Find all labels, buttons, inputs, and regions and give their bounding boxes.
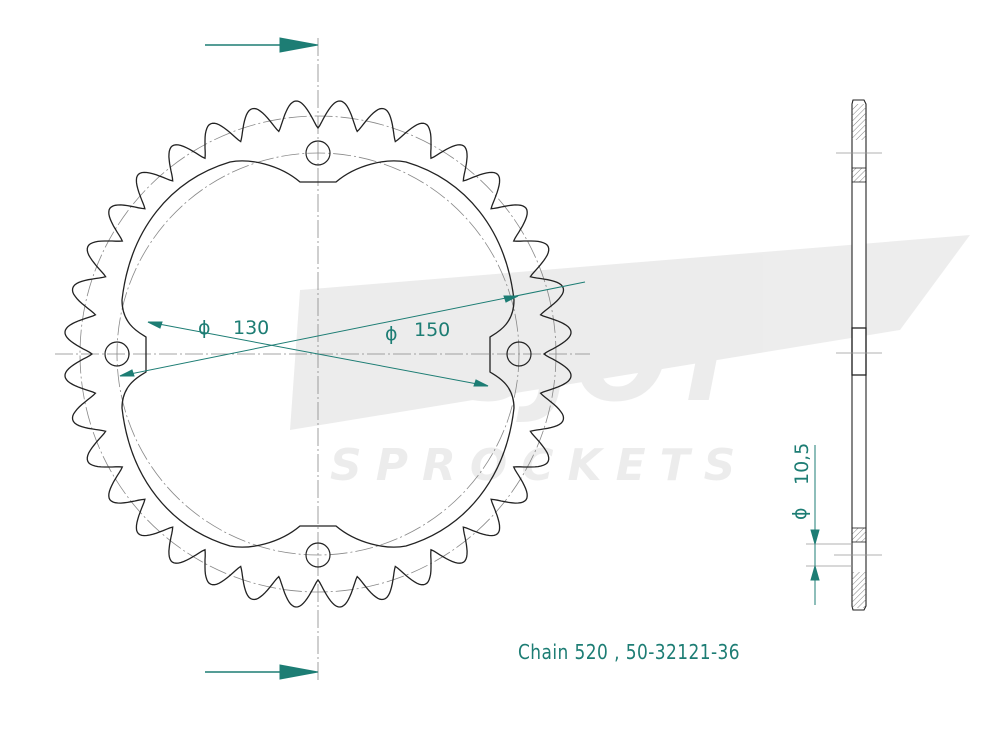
center-lines	[55, 38, 590, 680]
diameter-symbol-130: ϕ	[198, 317, 211, 339]
svg-text:ESJOT: ESJOT	[380, 298, 752, 426]
diameter-symbol-hole: ϕ	[789, 507, 811, 520]
section-arrows	[205, 37, 319, 680]
sprocket-outline	[64, 100, 572, 608]
dim-130-label: 130	[233, 317, 269, 339]
dimension-lines	[119, 281, 586, 387]
bolt-holes	[104, 140, 532, 568]
dim-150-label: 150	[414, 319, 450, 341]
watermark-logo: ESJOT SPROCKETS	[290, 235, 970, 491]
dim-hole-label: 10,5	[791, 443, 813, 485]
diameter-symbol-150: ϕ	[385, 323, 398, 345]
inner-cutout	[121, 160, 515, 548]
part-caption: Chain 520 , 50-32121-36	[518, 640, 741, 664]
side-view: ϕ 10,5	[789, 99, 882, 611]
svg-text:SPROCKETS: SPROCKETS	[330, 440, 749, 491]
